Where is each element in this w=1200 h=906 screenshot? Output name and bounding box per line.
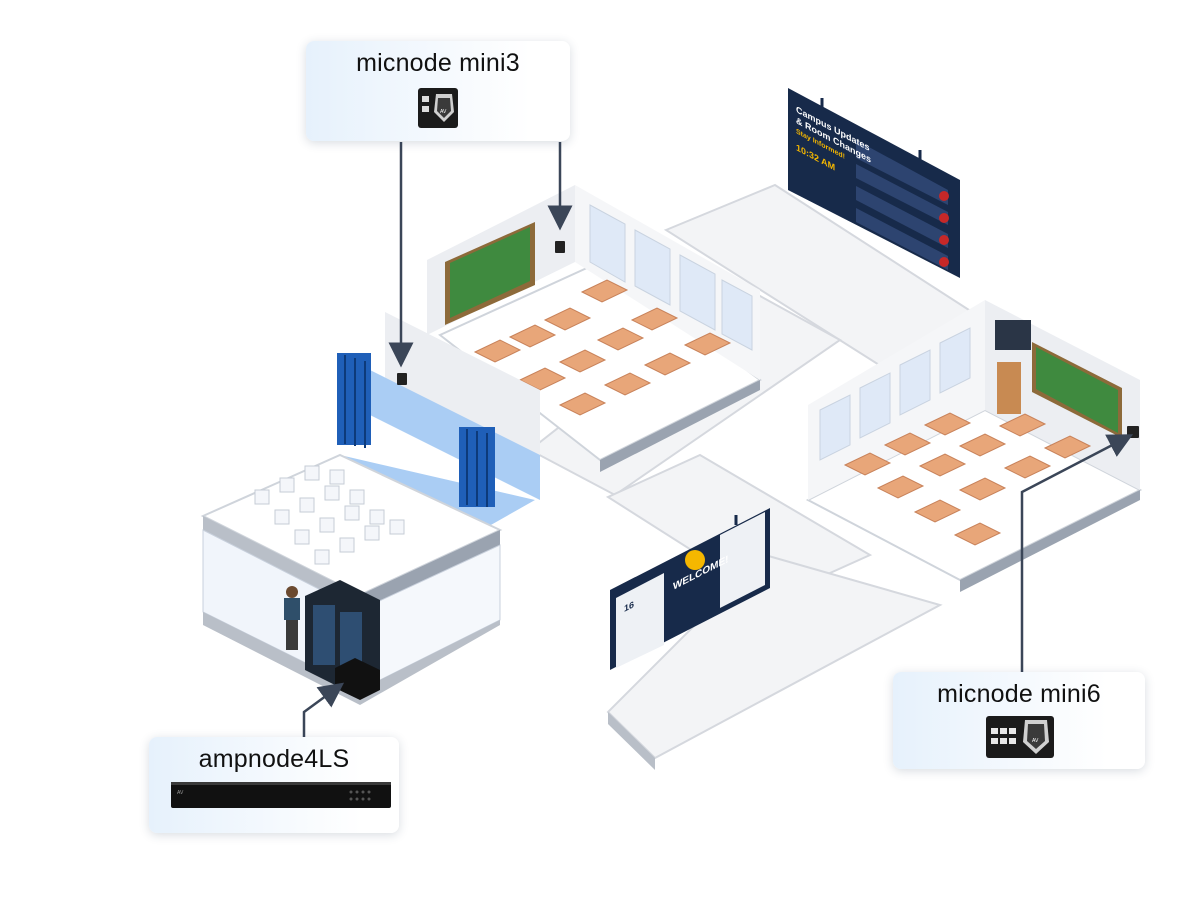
callout-title-micnode-mini6: micnode mini6 <box>937 680 1101 708</box>
callout-micnode-mini3: micnode mini3 AV <box>306 41 570 141</box>
auditorium <box>200 312 540 705</box>
arrow-mini6-classroom <box>1020 434 1134 676</box>
classroom-right <box>805 300 1143 592</box>
signage-corridor: Campus Updates & Room Changes Stay Infor… <box>788 88 960 278</box>
callout-title-ampnode4ls: ampnode4LS <box>198 745 350 773</box>
arrow-amp-rack <box>302 682 345 738</box>
signage-lobby: WELCOME! 16 <box>610 508 770 670</box>
equipment-room <box>284 580 380 700</box>
micnode-mini3-icon: AV <box>418 88 458 128</box>
ampnode4ls-icon: AV <box>171 782 391 808</box>
svg-text:AV: AV <box>1032 738 1039 744</box>
classroom-left <box>427 185 762 472</box>
svg-text:AV: AV <box>440 109 447 115</box>
micnode-mini6-icon: AV <box>986 716 1054 758</box>
chalkboard-left <box>450 227 530 318</box>
callout-micnode-mini6: micnode mini6 AV <box>893 672 1145 769</box>
callout-ampnode4ls: ampnode4LS AV <box>149 737 399 833</box>
svg-text:AV: AV <box>177 790 184 796</box>
connector-arrows <box>302 142 1134 738</box>
chalkboard-right <box>1036 347 1118 433</box>
callout-title-micnode-mini3: micnode mini3 <box>356 49 520 77</box>
lobby-sign-date: 16 <box>624 599 634 614</box>
